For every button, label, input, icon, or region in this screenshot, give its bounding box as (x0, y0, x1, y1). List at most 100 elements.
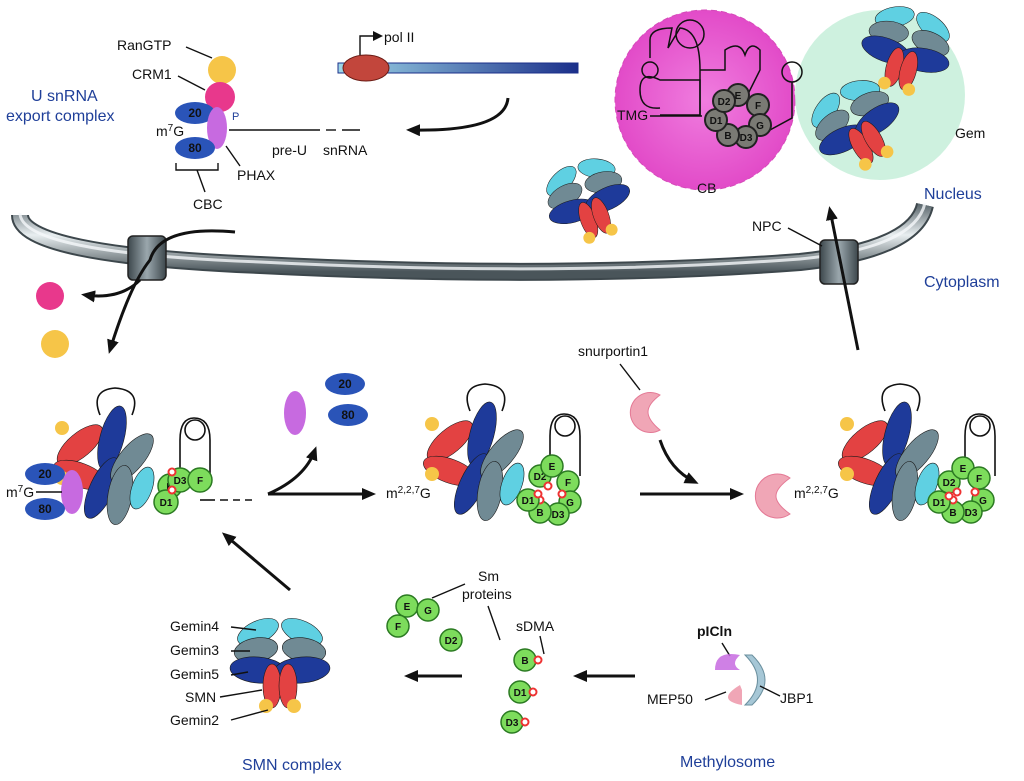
sm-label-d2: D2 (445, 636, 458, 647)
cb-sm-label-d2: D2 (718, 97, 731, 108)
gemin4-label: Gemin4 (170, 618, 219, 634)
cbc80-subunit (175, 137, 215, 159)
gem-label: Gem (955, 125, 985, 141)
nuclear-envelope (13, 202, 932, 279)
snurportin-binding-arrow (658, 439, 699, 484)
release-arrow (81, 278, 142, 303)
gemin2-right (902, 83, 916, 96)
phospho-label: P (232, 111, 239, 123)
sm-label-e: E (960, 464, 967, 475)
sdma-mark (557, 489, 567, 499)
crm1-label: CRM1 (132, 66, 172, 82)
cb-sm-d2: D2 (712, 89, 736, 113)
sm-label-b: B (521, 656, 528, 667)
stage3-tmg-label: m2,2,7G (794, 485, 839, 501)
rangtp-ball (208, 56, 236, 84)
cbc80-label: 80 (188, 141, 202, 155)
gemin2-right (605, 223, 618, 236)
sm-label-e: E (549, 462, 556, 473)
sm-proteins-label-1: Sm (478, 568, 499, 584)
sm-protein-d3: D3 (959, 500, 983, 524)
pol-ii-label: pol II (384, 29, 414, 45)
snrna-gene (337, 62, 579, 74)
snurportin-label: snurportin1 (578, 343, 648, 359)
sm-label-d2: D2 (943, 478, 956, 489)
sm-label-d2: D2 (534, 472, 547, 483)
cbc80-released-label: 80 (341, 408, 355, 422)
jbp1-label: JBP1 (780, 690, 814, 706)
sm-proteins-label-2: proteins (462, 586, 512, 602)
sm-label-d3: D3 (965, 508, 978, 519)
gem-smn-complex-1 (861, 6, 950, 96)
crm1-released (36, 282, 64, 310)
sm-label-f: F (197, 476, 203, 487)
gemin5-label: Gemin5 (170, 666, 219, 682)
sdma-mark (533, 655, 543, 665)
export-arrow (107, 229, 236, 354)
sm-label-g: G (979, 496, 987, 507)
cb-sm-label-b: B (724, 131, 731, 142)
gemin2-left (858, 158, 872, 171)
sm-protein-e: E (540, 454, 564, 478)
pol-ii-polymerase (342, 54, 390, 82)
sm-label-d1: D1 (160, 498, 173, 509)
cb-label: CB (697, 180, 716, 196)
sdma-mark (533, 489, 543, 499)
gemin3-label: Gemin3 (170, 642, 219, 658)
sm-protein-e: E (395, 594, 419, 618)
stage1-cbc20-label: 20 (38, 467, 52, 481)
cb-snrnp (639, 19, 803, 131)
gemin2-left (878, 76, 891, 90)
smn-label: SMN (185, 689, 216, 705)
sm-label-f: F (395, 622, 401, 633)
cbc-release-arrow (267, 446, 318, 496)
sm-label-d3: D3 (506, 718, 519, 729)
cbc20-released (325, 373, 365, 395)
pre-u-label: pre-U (272, 142, 307, 158)
cb-sm-label-g: G (756, 121, 764, 132)
stage1-snrnp: BD3FD1 (53, 387, 252, 525)
sm-label-b: B (536, 508, 543, 519)
cbc20-subunit (175, 102, 215, 124)
sm-label-d1: D1 (933, 498, 946, 509)
sm-label-g: G (424, 606, 432, 617)
jbp1-protein (743, 654, 766, 706)
stage1-m7g-label: m7G (6, 484, 34, 500)
gemin2-right (287, 699, 301, 713)
sdma-mark (167, 467, 177, 477)
phax-released (284, 391, 306, 435)
rangtp-released (41, 330, 69, 358)
transcription-arrow (406, 97, 510, 137)
snurportin-bound (754, 473, 791, 519)
picln-label: pICln (697, 623, 732, 639)
sm-label-f: F (565, 478, 571, 489)
cb-sm-label-d3: D3 (740, 133, 753, 144)
sm-label-d3: D3 (174, 476, 187, 487)
sm-label-b: B (949, 508, 956, 519)
sm-label-d1: D1 (522, 496, 535, 507)
sm-protein-g: G (416, 598, 440, 622)
sm-protein-d1: D1 (927, 490, 954, 514)
cb-sm-label-d1: D1 (710, 116, 723, 127)
smn-loading-arrow (221, 532, 291, 592)
rangtp-label: RanGTP (117, 37, 171, 53)
sm-protein-d1: D1 (508, 680, 538, 704)
export-complex-label-2: export complex (6, 108, 115, 125)
gemin2-left (583, 231, 596, 244)
crm1-ball (205, 82, 235, 112)
sm-label-g: G (566, 498, 574, 509)
cbc20-released-label: 20 (338, 377, 352, 391)
sm-label-d1: D1 (514, 688, 527, 699)
stage2-tmg-label: m2,2,7G (386, 485, 431, 501)
sm-label-e: E (404, 602, 411, 613)
cbc-bracket (175, 163, 219, 171)
cb-sm-label-f: F (755, 101, 761, 112)
smn-complex-label: SMN complex (242, 757, 342, 774)
methylosome-label: Methylosome (680, 754, 775, 771)
mep50-label: MEP50 (647, 691, 693, 707)
